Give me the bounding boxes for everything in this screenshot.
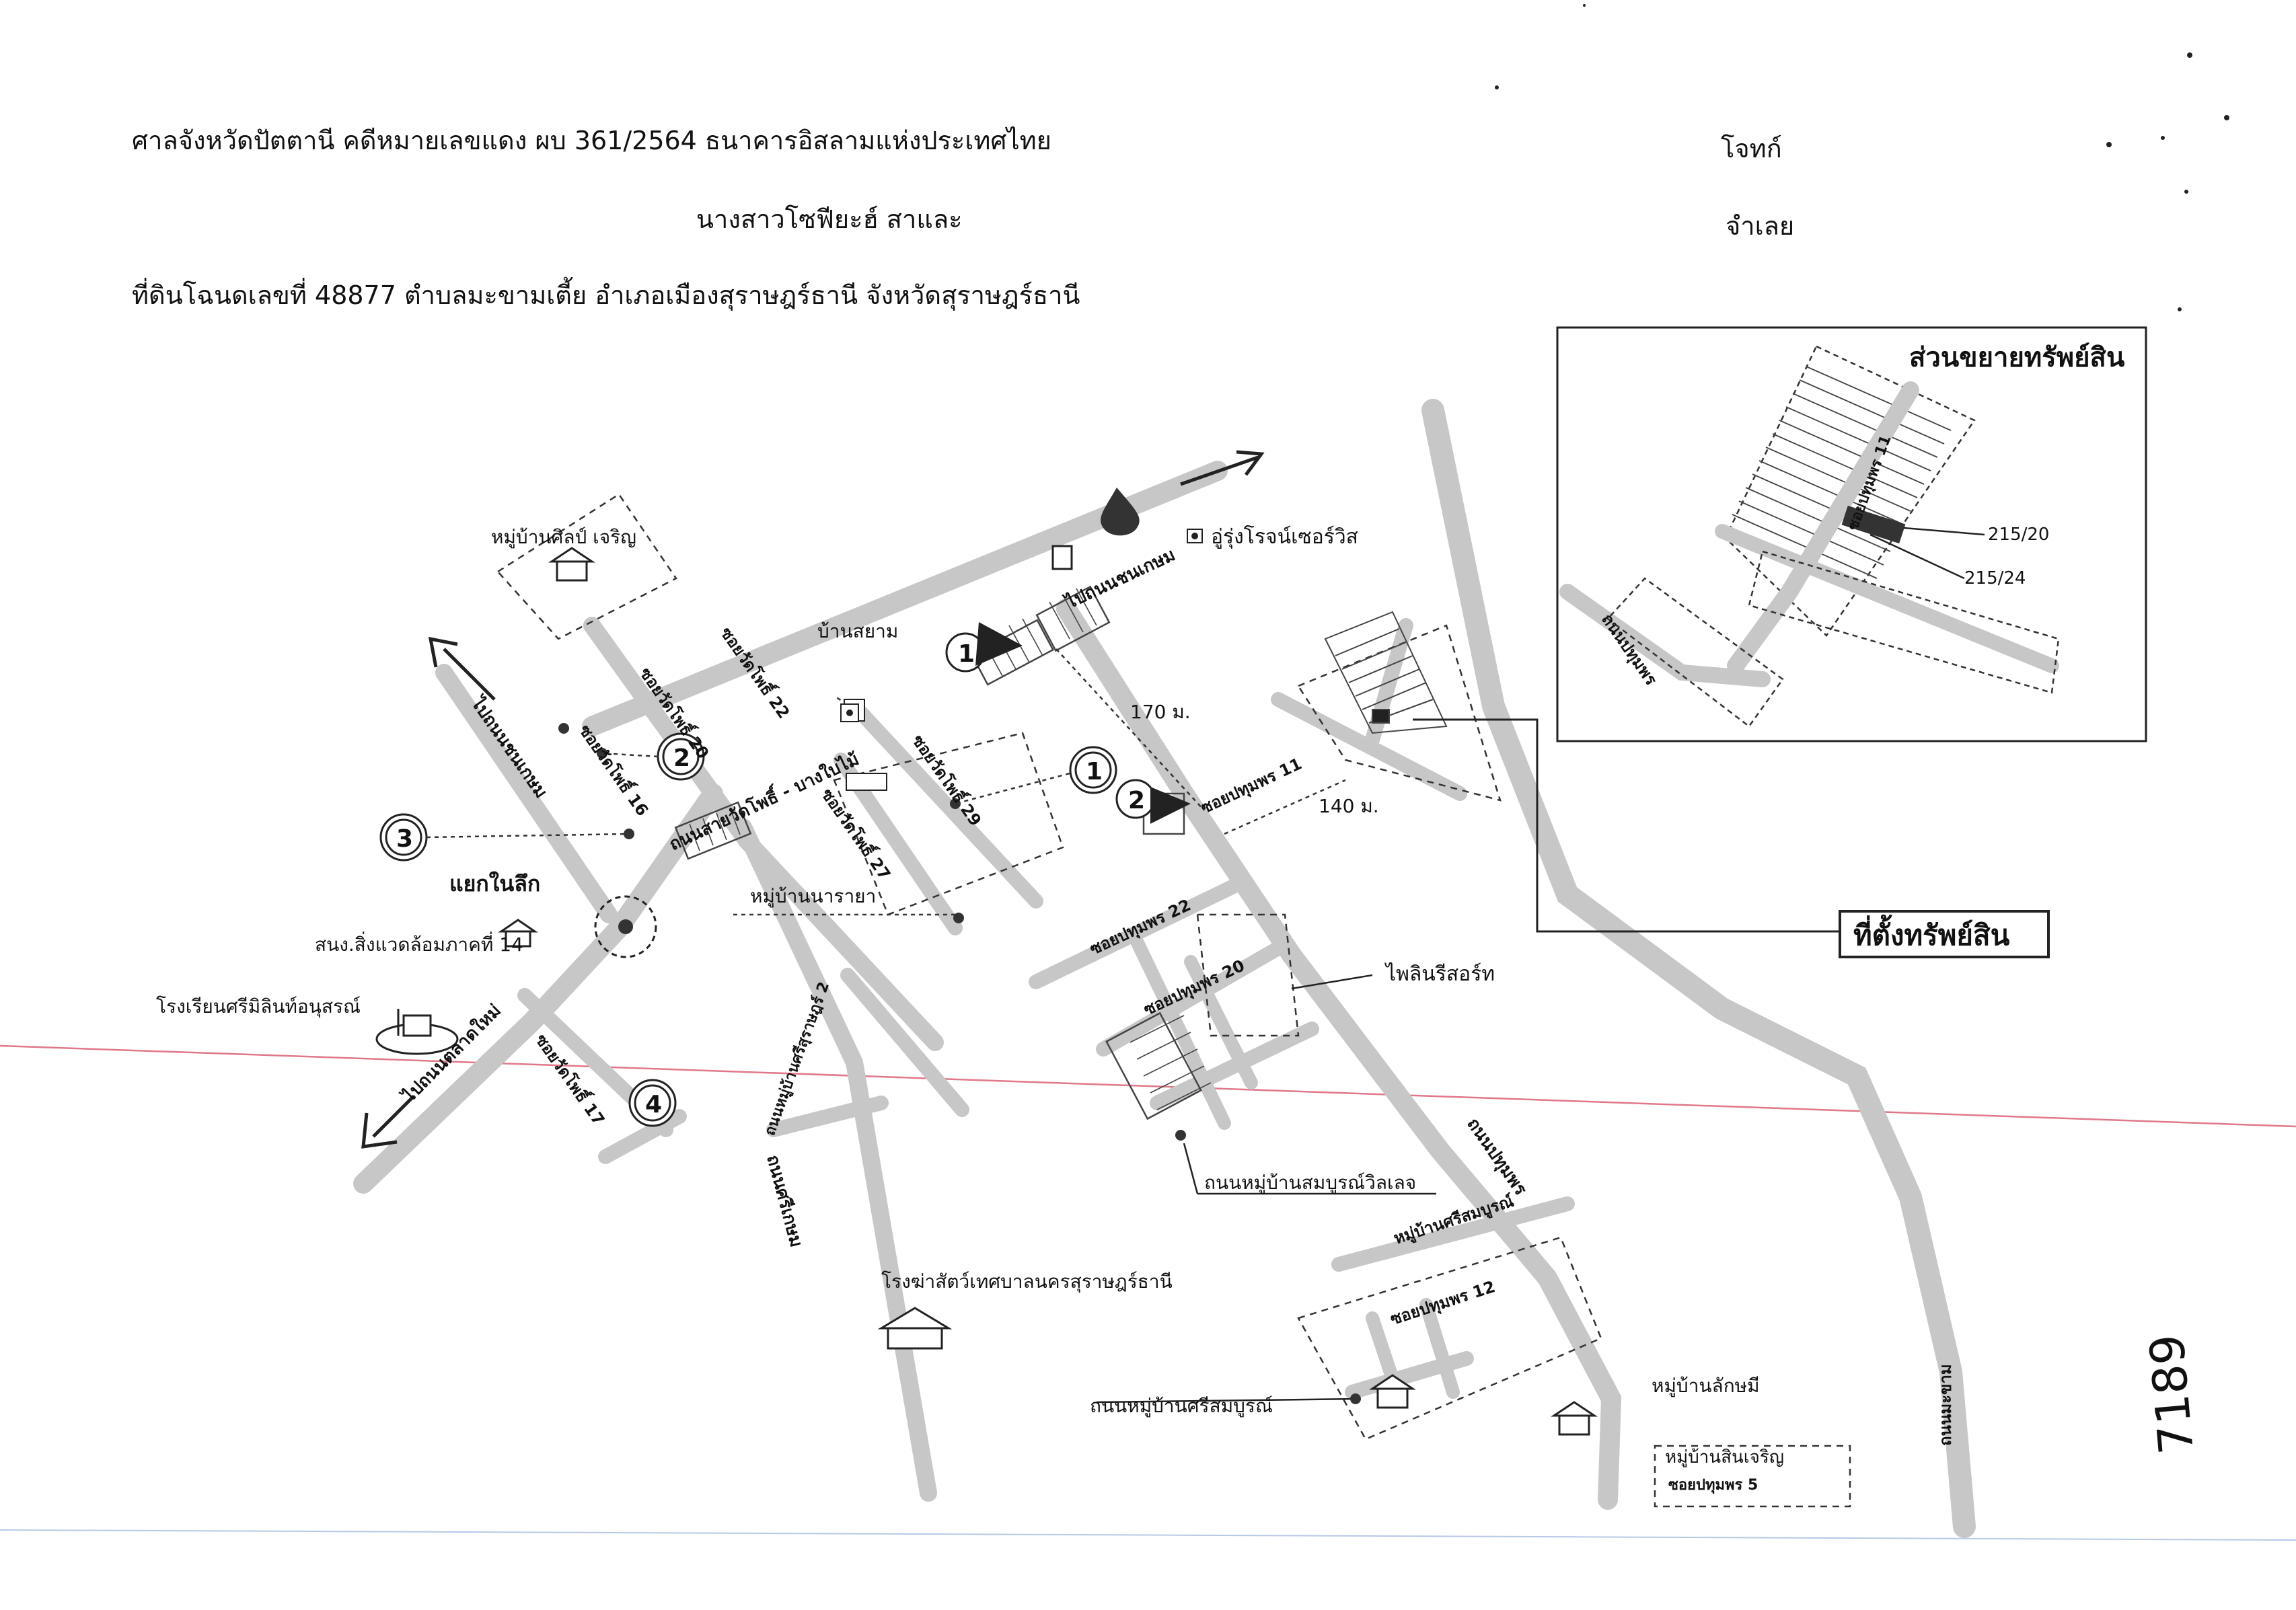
direction-arrows xyxy=(361,450,1265,1149)
water-drop-icon xyxy=(1101,488,1140,536)
marker-3: 3 xyxy=(396,825,413,853)
road-sri-kasem-label: ถนนศรีเกษม xyxy=(762,1153,806,1250)
village-naraya-label: หมู่บ้านนารายา xyxy=(750,885,876,908)
road-somboon-label: ถนนหมู่บ้านสมบูรณ์วิลเลจ xyxy=(1204,1172,1416,1194)
gas-station-icon xyxy=(840,529,1203,791)
building-icon xyxy=(877,1307,953,1350)
u-rung-label: อู่รุ่งโรจน์เซอร์วิส xyxy=(1211,525,1358,549)
village-boundaries xyxy=(496,493,1851,1508)
soi-pathum-11-label: ซอยปทุมพร 11 xyxy=(1198,755,1306,819)
soi-pathum-5-label: ซอยปทุมพร 5 xyxy=(1668,1477,1758,1494)
to-khanom-top-label: ไปถนนชนเกษม xyxy=(1061,543,1179,613)
intersection-label: แยกในลึก xyxy=(449,871,540,896)
defendant-label: จำเลย xyxy=(1726,211,1795,241)
marker-1-b: 1 xyxy=(1086,758,1103,785)
property-location-label: ที่ตั้งทรัพย์สิน xyxy=(1853,914,2010,952)
road-sri-somboon-label: ถนนหมู่บ้านศรีสมบูรณ์ xyxy=(1090,1395,1273,1418)
road-makham-label: ถนนมะขาม xyxy=(1936,1364,1955,1446)
inset-frame xyxy=(1556,326,2147,742)
road-network xyxy=(353,399,1976,1538)
property-pointer xyxy=(1413,718,1843,933)
dist-140-label: 140 ม. xyxy=(1319,795,1379,817)
dist-170-label: 170 ม. xyxy=(1130,701,1191,723)
soi-wat-pho-16-label: ซอยวัดโพธิ์ 16 xyxy=(575,720,654,820)
school-icon xyxy=(375,1009,459,1055)
land-title-line: ที่ดินโฉนดเลขที่ 48877 ตำบลมะขามเตี้ย อำ… xyxy=(132,280,1080,310)
to-khanom-left-label: ไปถนนชนเกษม xyxy=(466,691,552,802)
ban-sayam-label: บ้านสยาม xyxy=(817,620,898,642)
marker-2-b: 2 xyxy=(1128,787,1145,814)
pailin-resort-label: ไพลินรีสอร์ท xyxy=(1384,962,1495,986)
marker-2-a: 2 xyxy=(673,744,690,772)
defendant-line: นางสาวโซฟียะฮ์ สาและ xyxy=(696,204,963,234)
distance-leaders xyxy=(1056,648,1346,835)
marker-leaders xyxy=(426,695,1436,1404)
inset-parcel-a: 215/20 xyxy=(1988,525,2049,545)
plaintiff-label: โจทก์ xyxy=(1721,134,1782,163)
property-location-box xyxy=(1839,910,2050,958)
inset-title: ส่วนขยายทรัพย์สิน xyxy=(1909,342,2124,373)
inset-map: ส่วนขยายทรัพย์สิน 215/20 215/24 ซอยปทุมพ… xyxy=(1559,342,2124,728)
scan-specks xyxy=(1495,4,2229,311)
sanong-label: สนง.สิ่งแวดล้อมภาคที่ 14 xyxy=(315,931,523,956)
numbered-markers xyxy=(379,632,1156,1127)
handwritten-number: 7189 xyxy=(2139,1332,2205,1457)
marker-4: 4 xyxy=(645,1091,662,1118)
court-case-line: ศาลจังหวัดปัตตานี คดีหมายเลขแดง ผบ 361/2… xyxy=(132,126,1051,155)
village-lakshmi-label: หมู่บ้านลักษมี xyxy=(1652,1375,1760,1397)
subdivision-near-property xyxy=(1324,611,1448,734)
house-icon xyxy=(498,547,1598,1436)
village-sin-charoen-label: หมู่บ้านสินเจริญ xyxy=(1665,1447,1784,1467)
marker-1-a: 1 xyxy=(958,640,975,668)
school-label: โรงเรียนศรีมิลินท์อนุสรณ์ xyxy=(156,995,361,1018)
inset-parcel-b: 215/24 xyxy=(1964,568,2026,588)
village-silpa-label: หมู่บ้านศิลป์ เจริญ xyxy=(491,526,636,549)
slaughterhouse-label: โรงฆ่าสัตว์เทศบาลนครสุราษฎร์ธานี xyxy=(881,1270,1173,1293)
